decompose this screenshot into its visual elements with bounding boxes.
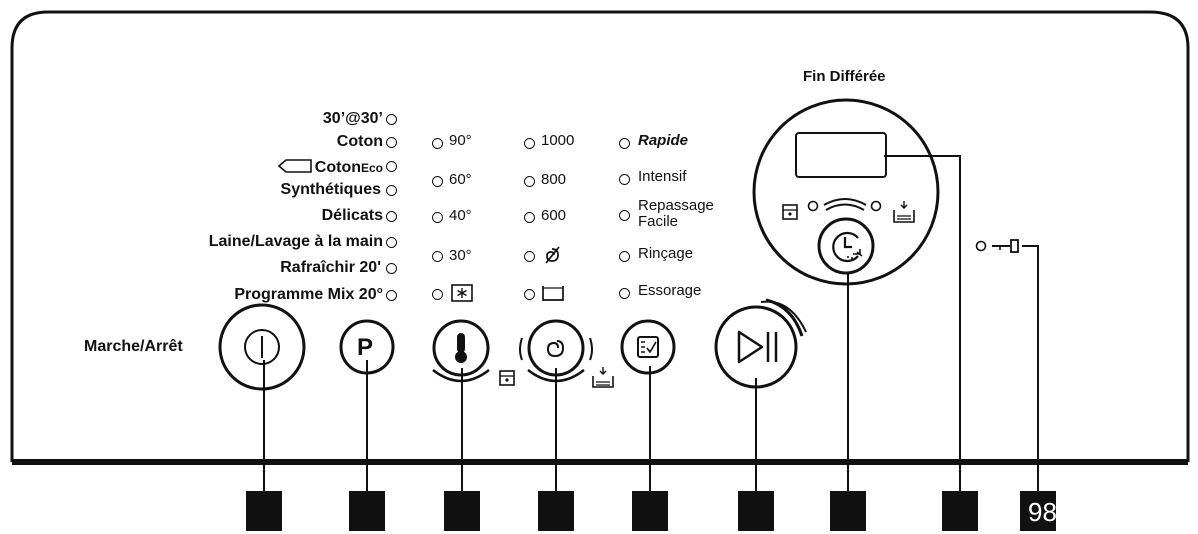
marker-8 — [942, 491, 978, 531]
cold-wash-icon — [451, 284, 473, 302]
figure-number: 98 — [1028, 497, 1057, 527]
eco-suffix: Eco — [360, 161, 383, 175]
led-spin-1000 — [524, 138, 535, 149]
led-temp-40 — [432, 212, 443, 223]
rinse-hold-icon — [542, 286, 564, 301]
led-program-cotton — [386, 137, 397, 148]
led-intensive — [619, 174, 630, 185]
temp-90: 90° — [449, 132, 472, 149]
cotton-eco-label: Coton — [314, 159, 361, 176]
temp-60: 60° — [449, 171, 472, 188]
temp-30: 30° — [449, 247, 472, 264]
label-tag-icon — [277, 159, 312, 173]
option-spin: Essorage — [638, 282, 702, 299]
option-intensive: Intensif — [638, 168, 687, 185]
led-rapid — [619, 138, 630, 149]
marker-3 — [444, 491, 480, 531]
marker-9: 98 — [1020, 491, 1057, 531]
option-easy-iron: Repassage Facile — [638, 197, 714, 230]
program-synthetics: Synthétiques — [280, 181, 381, 198]
led-temp-cold — [432, 289, 443, 300]
led-no-spin — [524, 251, 535, 262]
led-spin-600 — [524, 212, 535, 223]
led-temp-30 — [432, 251, 443, 262]
led-spin-800 — [524, 176, 535, 187]
program-wool: Laine/Lavage à la main — [208, 233, 383, 250]
option-rinse: Rinçage — [638, 245, 694, 262]
no-spin-icon — [545, 246, 560, 264]
led-program-wool — [386, 237, 397, 248]
spin-600: 600 — [541, 207, 567, 224]
led-temp-60 — [432, 176, 443, 187]
led-program-30at30 — [386, 114, 397, 125]
temp-40: 40° — [449, 207, 472, 224]
led-temp-90 — [432, 138, 443, 149]
marker-5 — [632, 491, 668, 531]
led-program-delicates — [386, 211, 397, 222]
spin-1000: 1000 — [541, 132, 575, 149]
led-spin — [619, 288, 630, 299]
spin-800: 800 — [541, 171, 567, 188]
program-delicates: Délicats — [321, 207, 383, 224]
led-rinse-hold — [524, 289, 535, 300]
led-program-refresh — [386, 263, 397, 274]
p-letter: P — [357, 334, 374, 361]
program-mix: Programme Mix 20° — [234, 286, 383, 303]
led-program-cotton-eco — [386, 161, 397, 172]
marker-1 — [246, 491, 282, 531]
program-cotton-eco: CotonEco — [277, 159, 383, 177]
led-program-mix — [386, 290, 397, 301]
led-program-synthetics — [386, 185, 397, 196]
program-cotton: Coton — [336, 133, 383, 150]
power-label: Marche/Arrêt — [84, 338, 183, 355]
led-easy-iron — [619, 210, 630, 221]
program-refresh: Rafraîchir 20' — [280, 259, 381, 276]
option-rapid: Rapide — [638, 132, 689, 149]
delay-title: Fin Différée — [803, 68, 886, 85]
led-rinse — [619, 251, 630, 262]
marker-4 — [538, 491, 574, 531]
marker-7 — [830, 491, 866, 531]
program-30at30: 30’@30’ — [322, 110, 383, 127]
marker-2 — [349, 491, 385, 531]
marker-6 — [738, 491, 774, 531]
